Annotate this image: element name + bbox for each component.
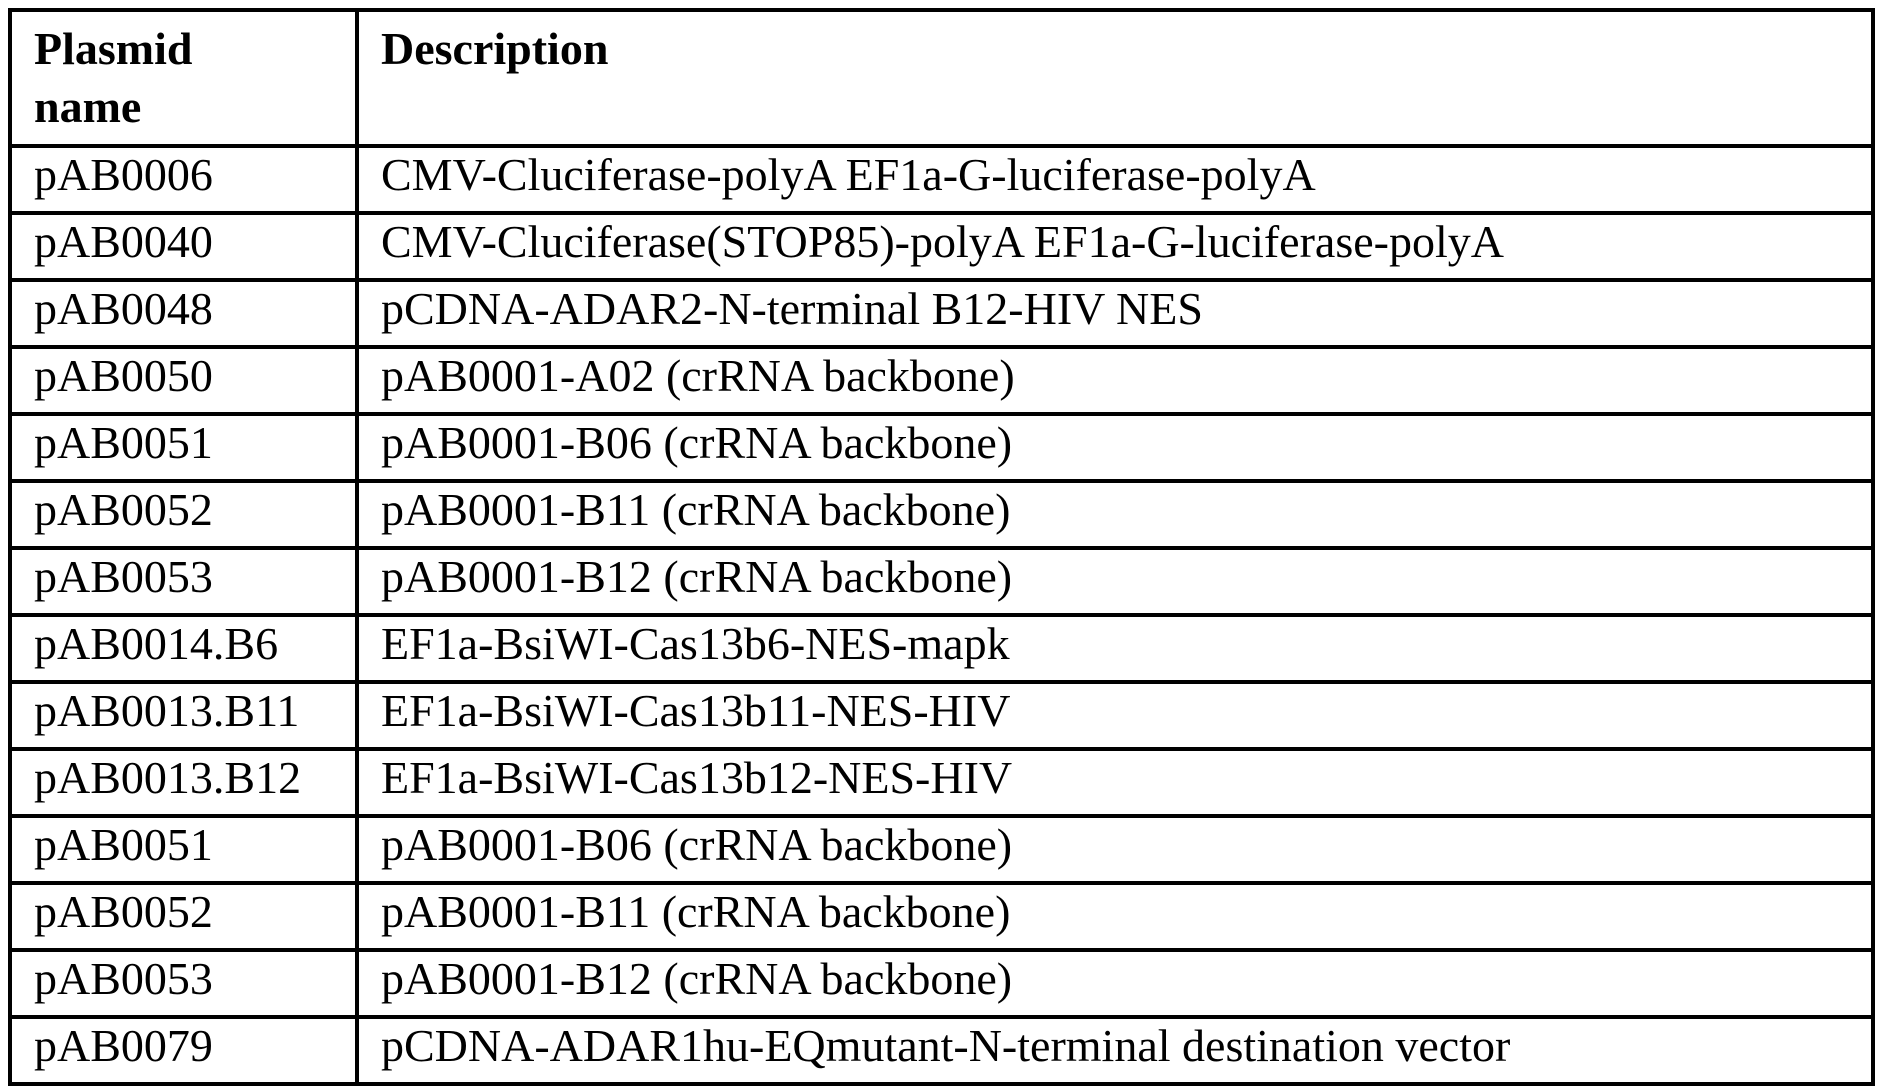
plasmid-name-cell: pAB0051 [8,411,359,483]
plasmid-name-cell: pAB0050 [8,344,359,416]
description-cell: pAB0001-A02 (crRNA backbone) [355,344,1875,416]
plasmid-name-cell: pAB0013.B12 [8,746,359,818]
description-cell: pAB0001-B12 (crRNA backbone) [355,947,1875,1019]
description-cell: pAB0001-B12 (crRNA backbone) [355,545,1875,617]
plasmid-name-cell: pAB0052 [8,478,359,550]
description-cell: EF1a-BsiWI-Cas13b11-NES-HIV [355,679,1875,751]
plasmid-name-cell: pAB0013.B11 [8,679,359,751]
description-cell: pCDNA-ADAR1hu-EQmutant-N-terminal destin… [355,1014,1875,1086]
plasmid-name-cell: pAB0006 [8,143,359,215]
plasmid-name-cell: pAB0048 [8,277,359,349]
description-cell: CMV-Cluciferase(STOP85)-polyA EF1a-G-luc… [355,210,1875,282]
plasmid-name-cell: pAB0053 [8,947,359,1019]
plasmid-name-cell: pAB0052 [8,880,359,952]
plasmid-name-cell: pAB0079 [8,1014,359,1086]
description-cell: pAB0001-B06 (crRNA backbone) [355,411,1875,483]
header-plasmid-name: Plasmid name [8,8,359,148]
header-description: Description [355,8,1875,148]
table-header-row: Plasmid name Description [8,8,1875,148]
description-cell: pAB0001-B06 (crRNA backbone) [355,813,1875,885]
description-cell: EF1a-BsiWI-Cas13b6-NES-mapk [355,612,1875,684]
plasmid-name-cell: pAB0051 [8,813,359,885]
description-cell: pAB0001-B11 (crRNA backbone) [355,880,1875,952]
description-cell: pCDNA-ADAR2-N-terminal B12-HIV NES [355,277,1875,349]
plasmid-name-cell: pAB0053 [8,545,359,617]
description-cell: CMV-Cluciferase-polyA EF1a-G-luciferase-… [355,143,1875,215]
description-cell: EF1a-BsiWI-Cas13b12-NES-HIV [355,746,1875,818]
plasmid-name-cell: pAB0014.B6 [8,612,359,684]
description-cell: pAB0001-B11 (crRNA backbone) [355,478,1875,550]
plasmid-name-cell: pAB0040 [8,210,359,282]
